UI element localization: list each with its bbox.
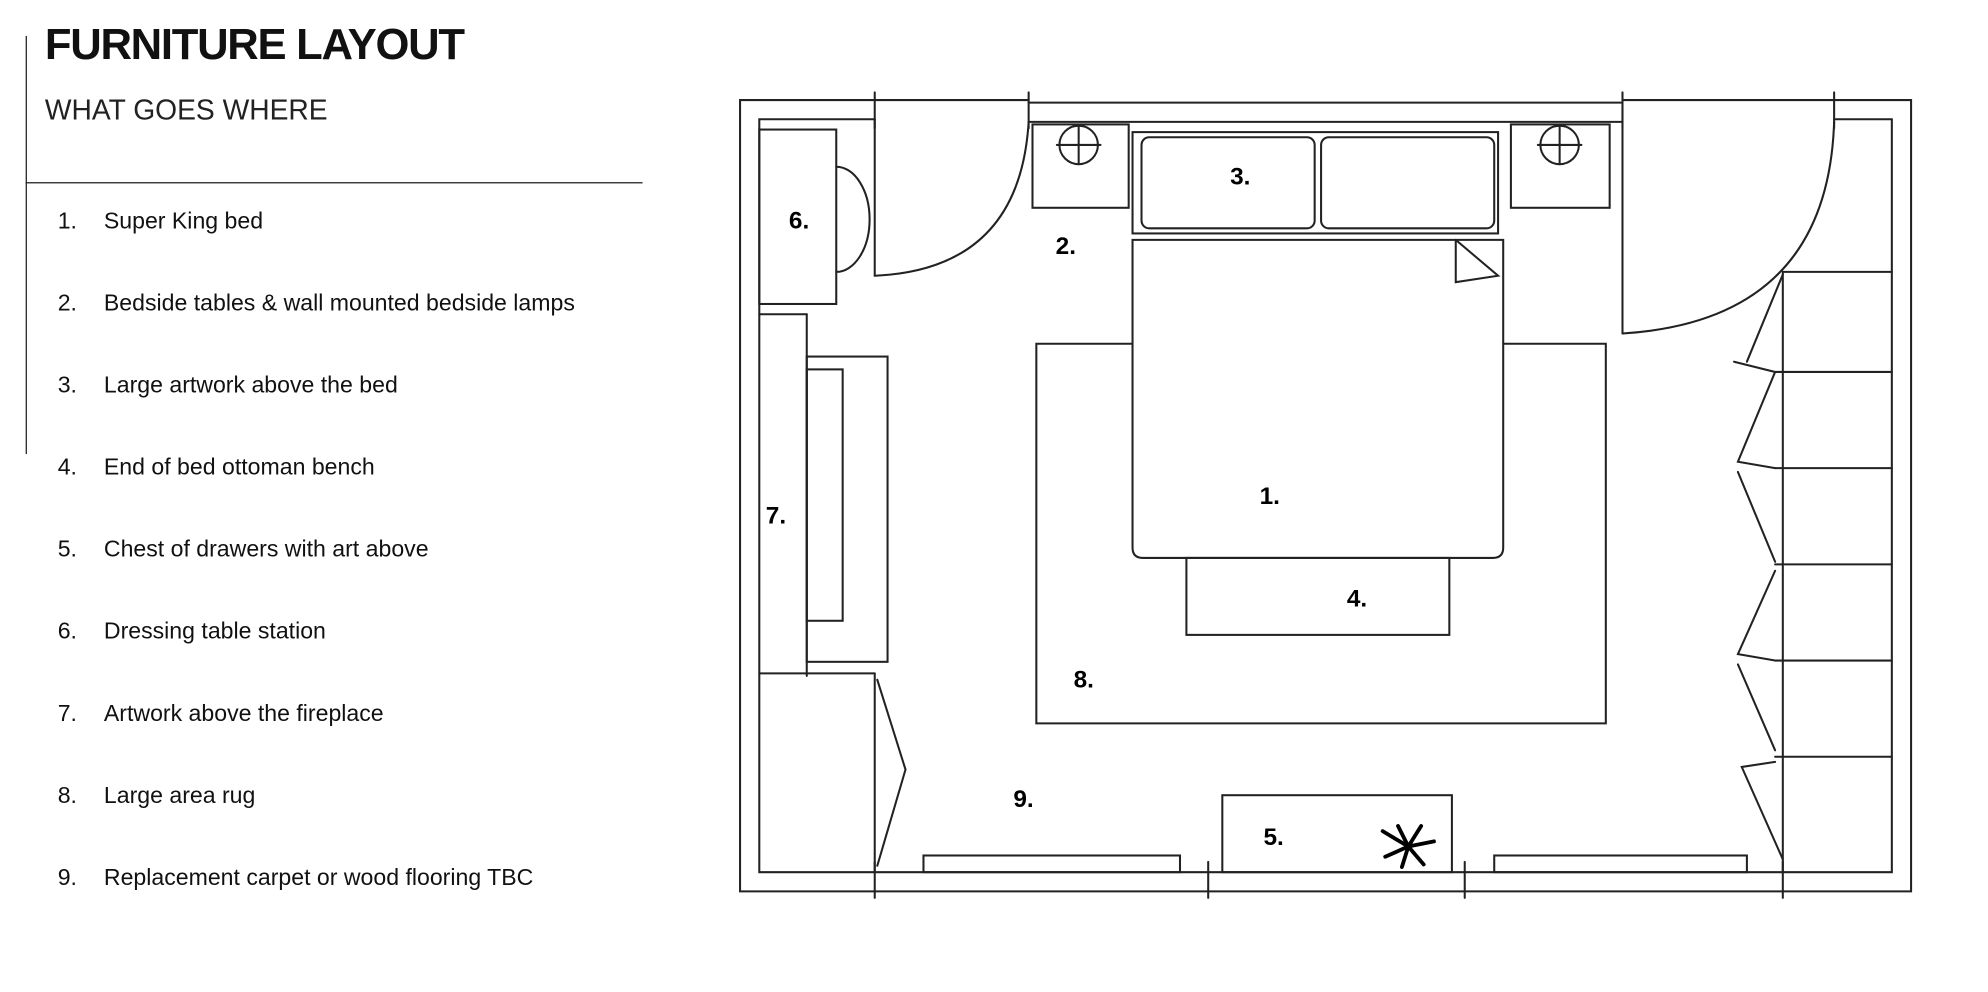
- legend-item: 8. Large area rug: [38, 782, 256, 809]
- page-title: FURNITURE LAYOUT: [44, 20, 465, 70]
- legend-item: 4. End of bed ottoman bench: [38, 454, 375, 481]
- legend-label: Dressing table station: [103, 618, 326, 644]
- legend-label: Super King bed: [103, 207, 264, 234]
- radiators: [922, 854, 1748, 874]
- label-bed: 1.: [1260, 483, 1280, 510]
- legend-label: End of bed ottoman bench: [103, 454, 375, 480]
- legend-item: 7. Artwork above the fireplace: [38, 700, 384, 727]
- vertical-divider: [25, 35, 27, 455]
- door-left: [873, 118, 1030, 277]
- legend-number: 6.: [57, 618, 77, 644]
- legend-item: 3. Large artwork above the bed: [38, 371, 398, 399]
- headboard-pillows: [1131, 131, 1500, 235]
- legend-label: Chest of drawers with art above: [103, 536, 429, 562]
- left-cupboard: [873, 672, 907, 874]
- plan-labels: 1. 2. 3. 4. 5. 6. 7. 8. 9.: [766, 164, 1367, 852]
- chest-of-drawers: [1221, 794, 1453, 874]
- bedside-tables: [1031, 123, 1611, 209]
- dressing-table: [758, 128, 871, 306]
- legend-number: 2.: [57, 289, 77, 316]
- label-flooring: 9.: [1013, 786, 1033, 813]
- legend-number: 3.: [57, 371, 77, 398]
- legend-item: 1. Super King bed: [38, 208, 263, 235]
- legend-number: 1.: [57, 207, 77, 234]
- horizontal-divider: [25, 182, 643, 184]
- fireplace: [758, 313, 889, 677]
- legend-item: 5. Chest of drawers with art above: [38, 536, 429, 563]
- label-ottoman: 4.: [1347, 586, 1367, 613]
- legend-label: Bedside tables & wall mounted bedside la…: [103, 289, 575, 316]
- wardrobes: [1733, 270, 1893, 874]
- label-dressing: 6.: [789, 207, 809, 234]
- legend-number: 4.: [57, 454, 77, 480]
- legend-label: Artwork above the fireplace: [103, 700, 384, 726]
- legend-item: 2. Bedside tables & wall mounted bedside …: [38, 289, 575, 317]
- walls: [739, 91, 1913, 899]
- label-artwork: 3.: [1230, 164, 1250, 191]
- area-rug: [1035, 342, 1607, 725]
- label-bedside: 2.: [1056, 233, 1076, 260]
- label-rug: 8.: [1074, 666, 1094, 693]
- legend-label: Replacement carpet or wood flooring TBC: [103, 864, 534, 891]
- ottoman-bench: [1185, 556, 1451, 636]
- legend-label: Large artwork above the bed: [103, 371, 398, 398]
- legend-number: 9.: [57, 864, 77, 891]
- legend-number: 7.: [57, 700, 77, 726]
- legend-number: 5.: [57, 536, 77, 562]
- bed: [1131, 238, 1505, 559]
- legend-label: Large area rug: [103, 782, 256, 809]
- label-chest: 5.: [1263, 824, 1283, 851]
- page-subtitle: WHAT GOES WHERE: [44, 93, 328, 126]
- legend-number: 8.: [57, 782, 77, 809]
- label-fireplace: 7.: [766, 502, 786, 529]
- legend-item: 6. Dressing table station: [38, 618, 326, 645]
- door-right: [1621, 107, 1836, 335]
- legend-item: 9. Replacement carpet or wood flooring TB…: [38, 864, 534, 891]
- plant-icon: [1380, 824, 1436, 869]
